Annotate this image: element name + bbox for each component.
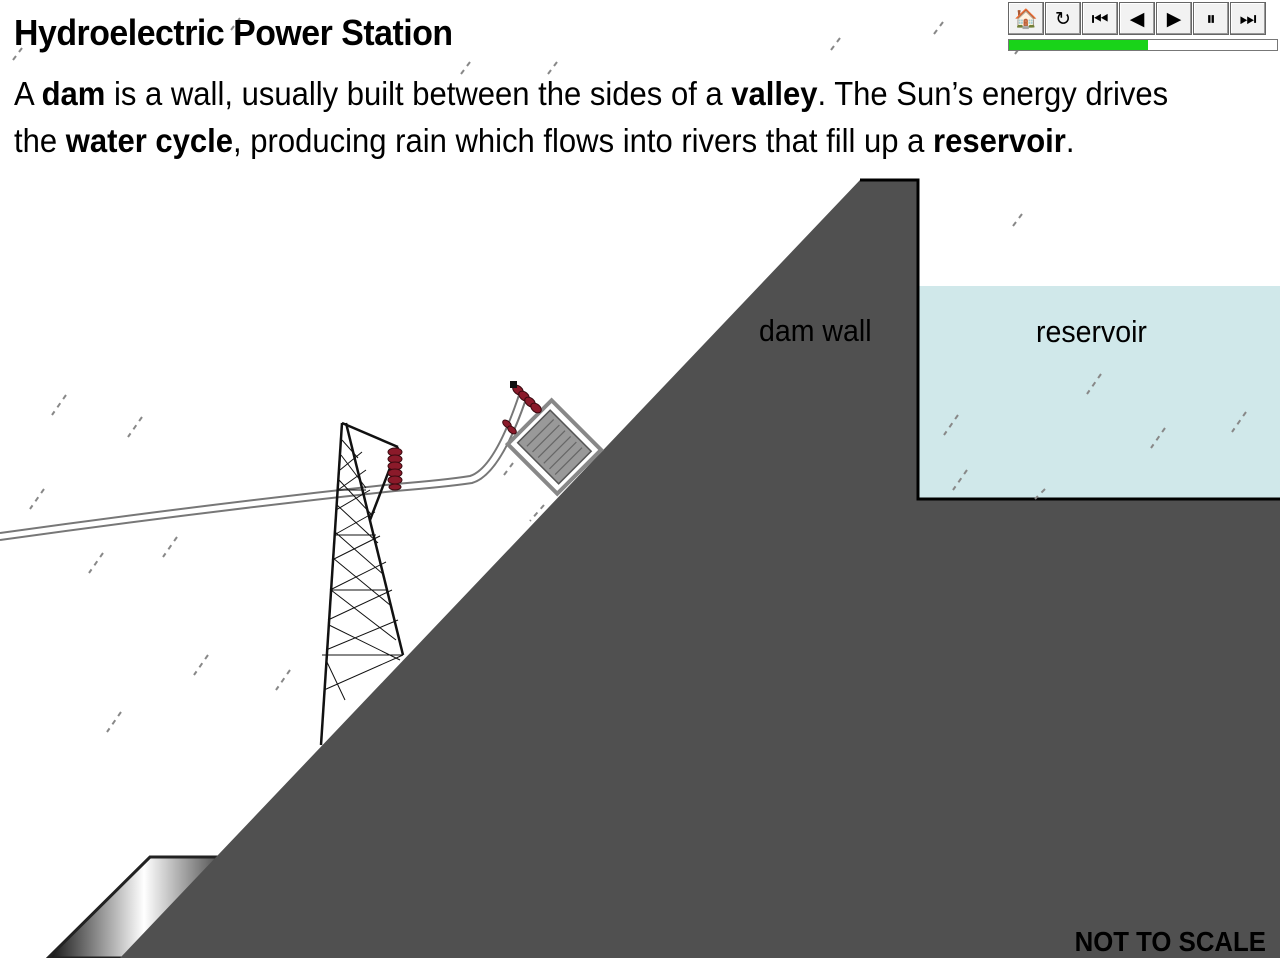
home-icon: 🏠 — [1014, 8, 1038, 30]
home-button[interactable]: 🏠 — [1008, 2, 1044, 35]
not-to-scale-note: NOT TO SCALE — [1074, 926, 1266, 957]
intro-segment: . The Sun’s energy drives the — [14, 75, 1169, 159]
spillway-channel — [45, 855, 244, 958]
skip-back-icon: ⏮ — [1091, 7, 1109, 30]
intro-keyword: reservoir — [933, 122, 1066, 159]
intro-segment: A — [14, 75, 42, 112]
pylon-lattice — [322, 439, 404, 701]
pylon-insulator — [387, 447, 403, 491]
intro-segment: is a wall, usually built between the sid… — [105, 75, 732, 112]
skip-forward-icon: ⏭ — [1239, 7, 1257, 30]
transformer — [504, 397, 604, 497]
previous-button[interactable]: ◀ — [1119, 2, 1155, 35]
bushing-cap — [510, 381, 517, 388]
pause-button[interactable]: ⏸ — [1193, 2, 1229, 35]
replay-icon: ↻ — [1055, 7, 1071, 30]
intro-segment: . — [1065, 122, 1075, 159]
intro-keyword: dam — [41, 75, 106, 112]
progress-fill — [1009, 40, 1149, 50]
reservoir-water — [918, 286, 1280, 499]
last-button[interactable]: ⏭ — [1230, 2, 1266, 35]
page-title: Hydroelectric Power Station — [14, 12, 453, 53]
first-button[interactable]: ⏮ — [1082, 2, 1118, 35]
replay-button[interactable]: ↻ — [1045, 2, 1081, 35]
intro-keyword: water cycle — [65, 122, 234, 159]
dam-wall-label: dam wall — [759, 313, 872, 348]
reservoir-label: reservoir — [1036, 314, 1147, 349]
dam-wall-shape — [120, 180, 1280, 958]
transformer-bushings — [502, 384, 542, 435]
intro-segment: , producing rain which flows into rivers… — [233, 122, 934, 159]
step-back-icon: ◀ — [1129, 7, 1145, 30]
pause-icon: ⏸ — [1206, 7, 1216, 30]
play-icon: ▶ — [1166, 7, 1182, 30]
next-button[interactable]: ▶ — [1156, 2, 1192, 35]
power-lines — [0, 391, 527, 541]
progress-bar — [1008, 39, 1278, 51]
intro-text: A dam is a wall, usually built between t… — [14, 70, 1208, 164]
playback-controls: 🏠 ↻ ⏮ ◀ ▶ ⏸ ⏭ — [1008, 2, 1266, 35]
dam-outline — [860, 178, 1280, 501]
intro-keyword: valley — [731, 75, 818, 112]
rain — [9, 17, 1247, 733]
